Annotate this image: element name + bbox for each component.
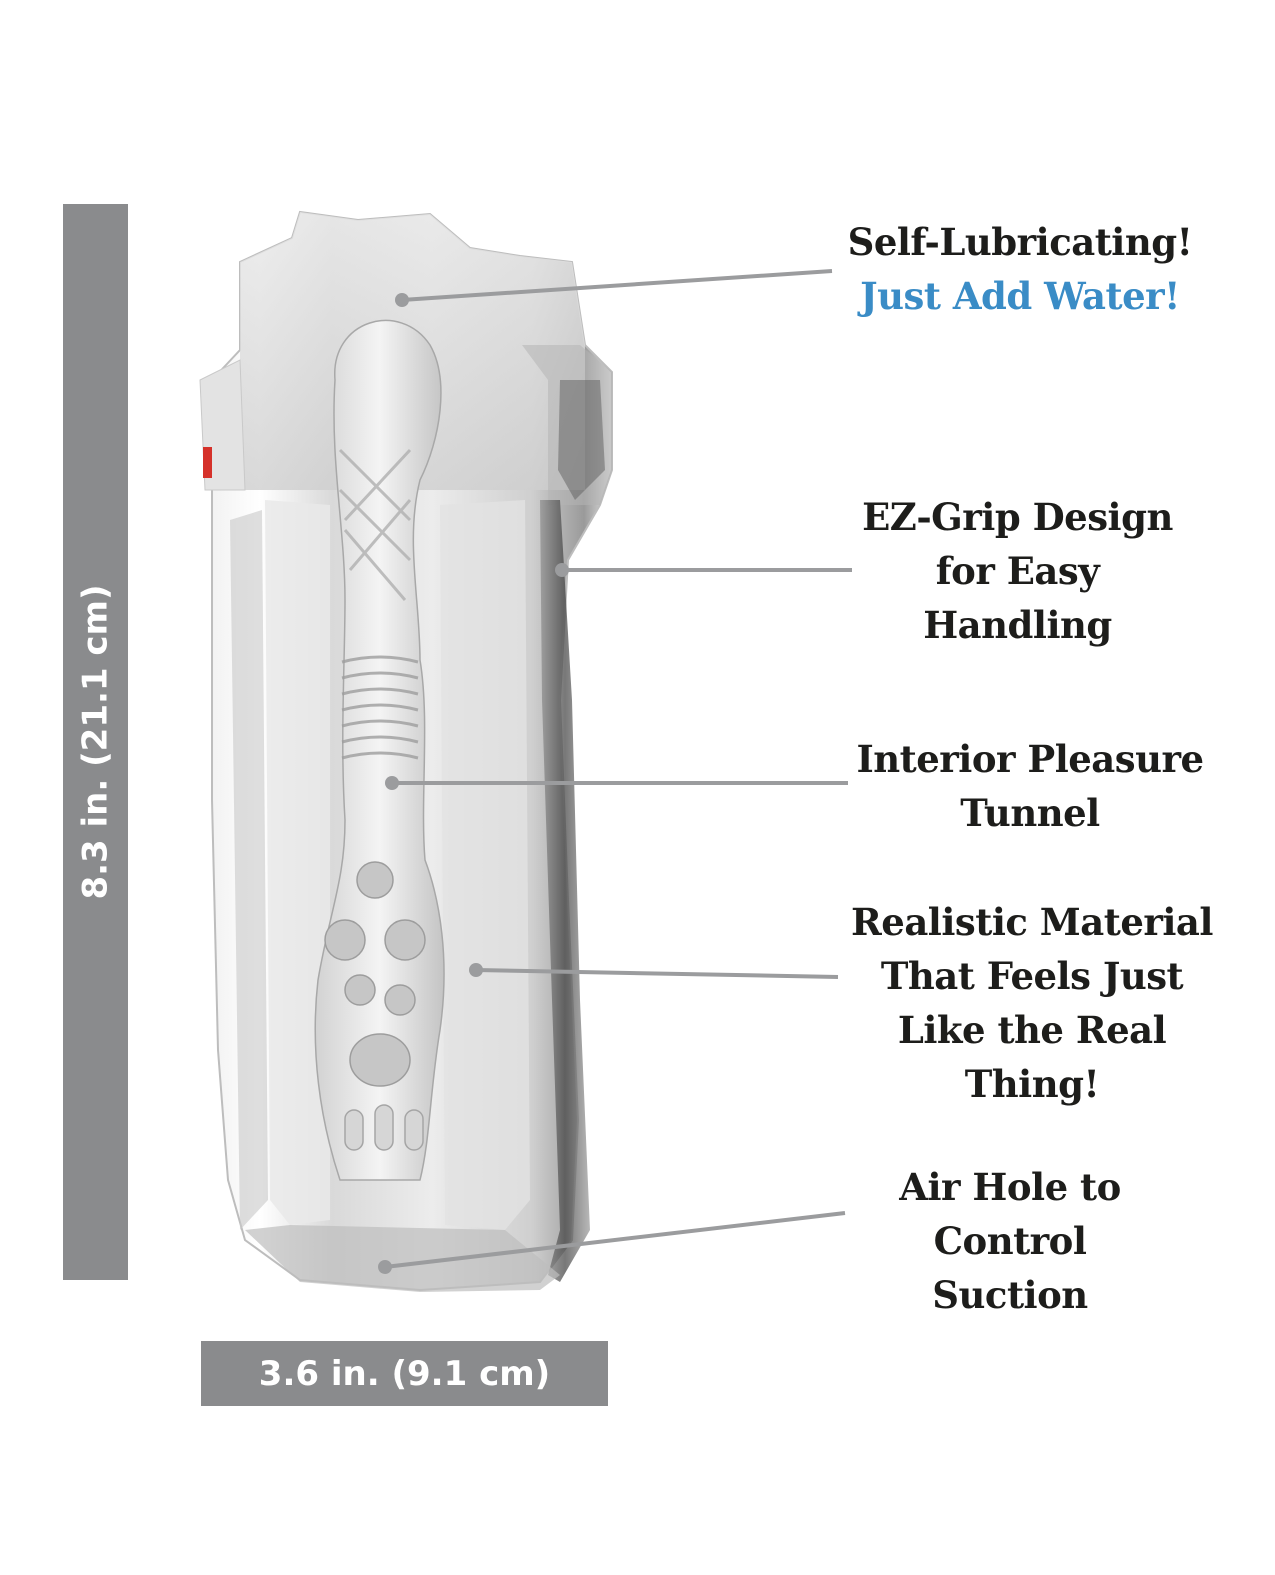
callout-line: Handling xyxy=(923,603,1112,647)
callout-tunnel: Interior Pleasure Tunnel xyxy=(850,732,1210,840)
callout-line: Self-Lubricating! xyxy=(847,220,1193,264)
callout-line: Tunnel xyxy=(960,791,1100,835)
leader-line-material xyxy=(475,968,839,979)
callout-accent-line: Just Add Water! xyxy=(860,274,1180,318)
width-dimension-label: 3.6 in. (9.1 cm) xyxy=(258,1353,551,1394)
callout-material: Realistic Material That Feels Just Like … xyxy=(832,895,1232,1111)
callout-lubricating: Self-Lubricating! Just Add Water! xyxy=(840,215,1200,323)
callout-grip: EZ-Grip Design for Easy Handling xyxy=(850,490,1185,652)
callout-line: Air Hole to xyxy=(899,1165,1121,1209)
width-dimension-bar: 3.6 in. (9.1 cm) xyxy=(201,1341,608,1406)
callout-line: EZ-Grip Design xyxy=(862,495,1173,539)
callout-line: Interior Pleasure xyxy=(856,737,1204,781)
callout-air-hole: Air Hole to Control Suction xyxy=(850,1160,1170,1322)
callout-line: Control Suction xyxy=(932,1219,1088,1317)
height-dimension-bar: 8.3 in. (21.1 cm) xyxy=(63,204,128,1280)
callout-line: Realistic Material xyxy=(851,900,1213,944)
leader-line-air-hole xyxy=(384,1211,846,1269)
leader-dots xyxy=(378,293,569,1274)
leader-line-lubricating xyxy=(401,269,833,302)
leader-lines xyxy=(384,269,852,1269)
callout-line: That Feels Just xyxy=(880,954,1184,998)
product-body xyxy=(199,210,613,1292)
callout-line: Like the Real Thing! xyxy=(897,1008,1167,1106)
callout-line: for Easy xyxy=(935,549,1100,593)
